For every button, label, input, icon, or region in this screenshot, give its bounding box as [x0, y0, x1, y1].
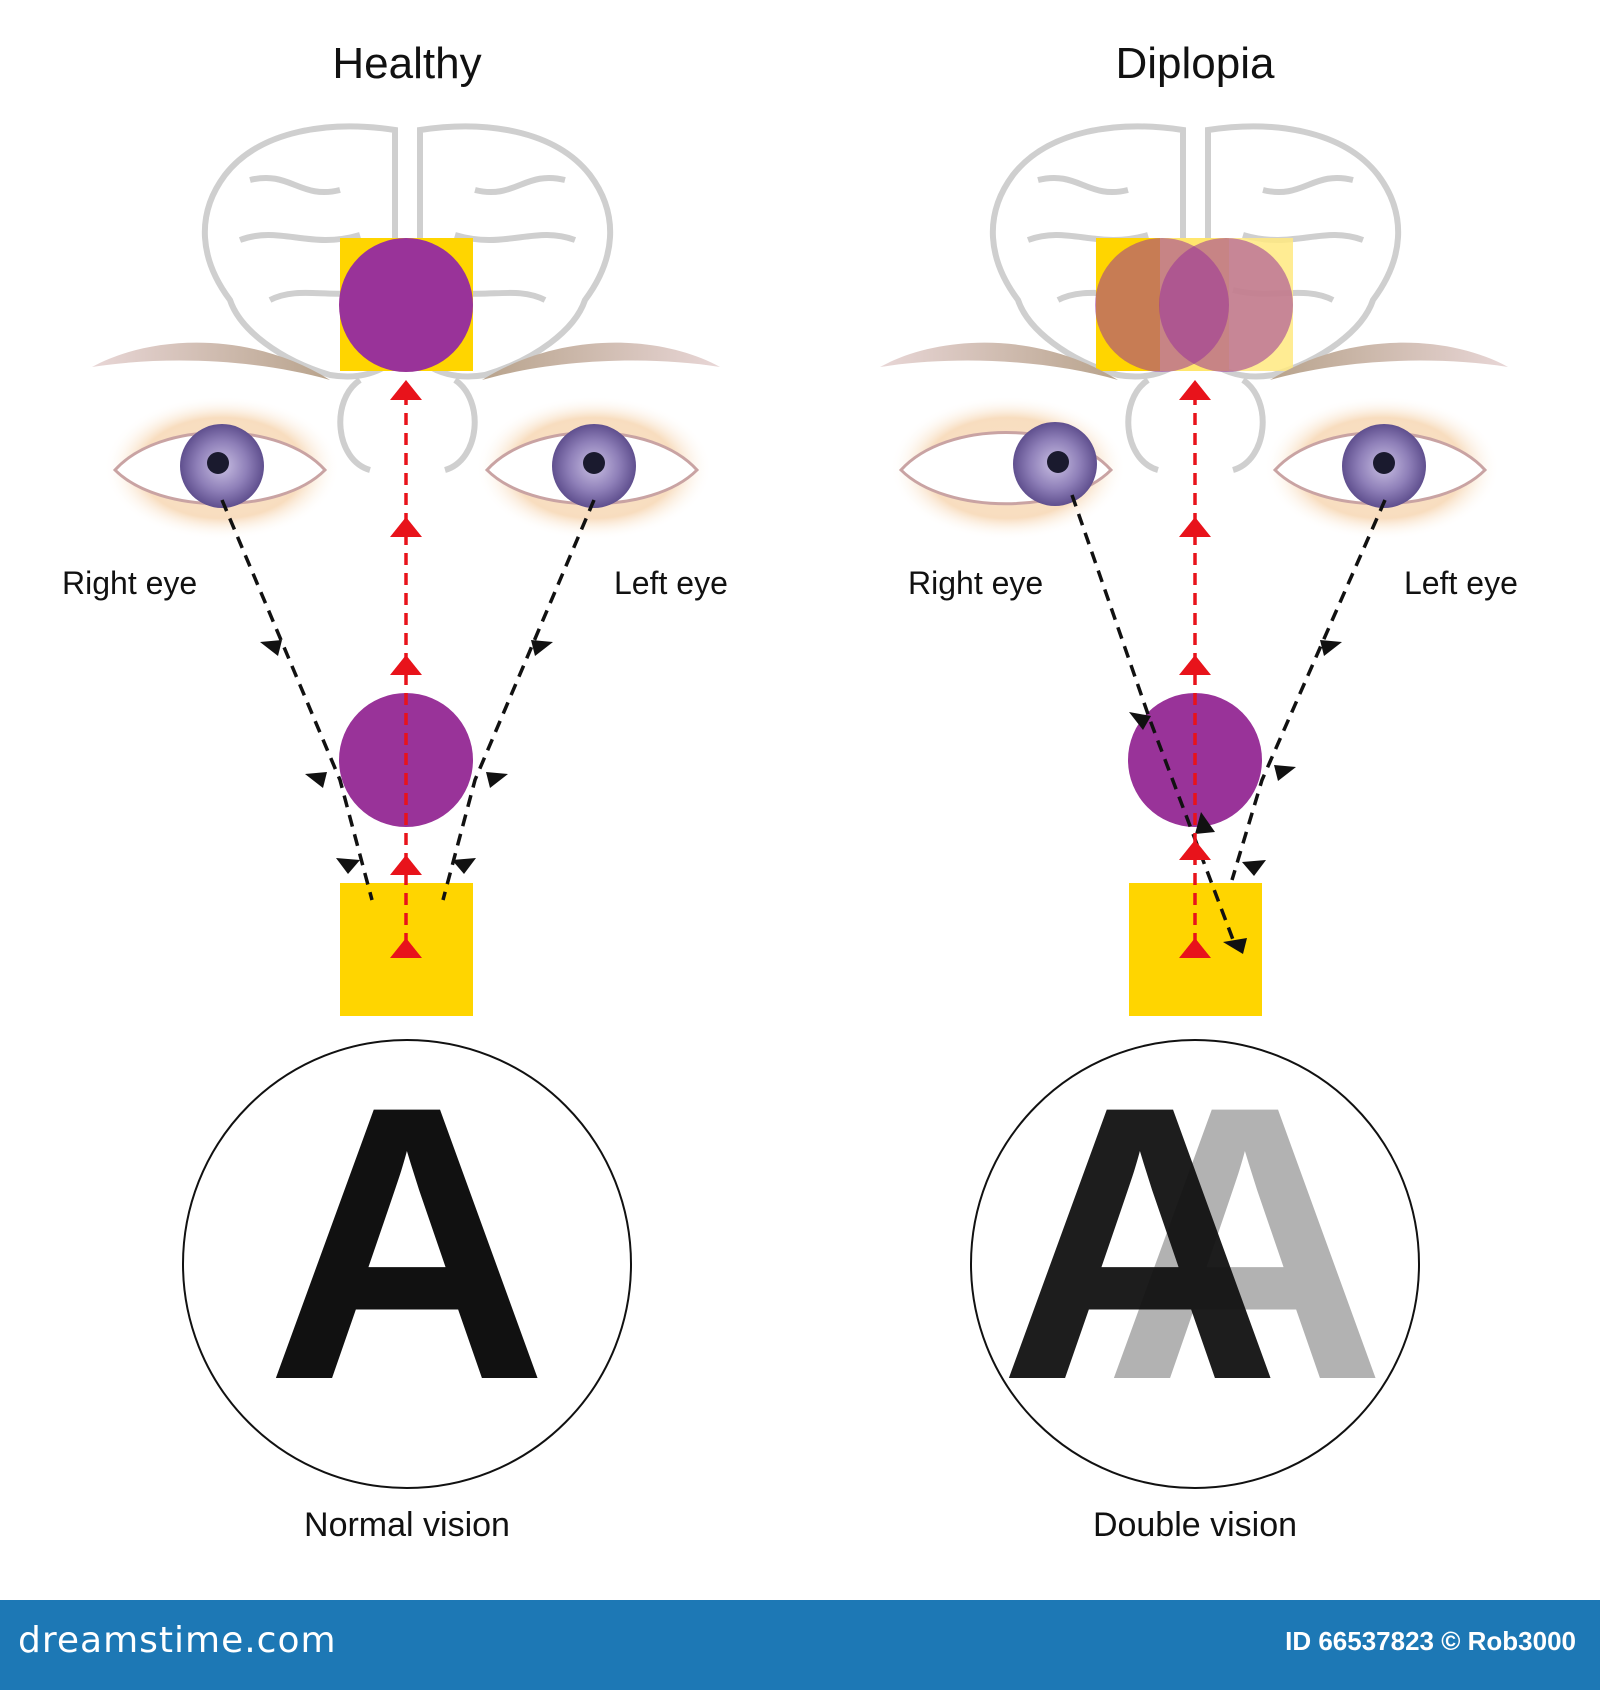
eyebrow-icon: [880, 342, 1118, 380]
vision-circle: [970, 1039, 1420, 1489]
brain-image-circle: [339, 238, 473, 372]
left-eye-label: Left eye: [1404, 565, 1518, 601]
primary-letter: A: [999, 1025, 1281, 1461]
right-eye-label: Right eye: [62, 565, 197, 601]
footer-bar: dreamstime.com ID 66537823 © Rob3000: [0, 1600, 1600, 1690]
left-eye-label: Left eye: [614, 565, 728, 601]
normal-vision-caption: Normal vision: [304, 1506, 510, 1544]
arrow-icon: [1179, 380, 1211, 958]
normal-letter: A: [266, 1025, 548, 1461]
arrow-icon: [390, 380, 422, 958]
eyebrow-icon: [1270, 342, 1508, 380]
footer-site[interactable]: dreamstime.com: [18, 1620, 337, 1661]
right-eye-label: Right eye: [908, 565, 1043, 601]
double-vision-caption: Double vision: [1093, 1506, 1297, 1544]
arrow-icon: [260, 640, 553, 874]
left-eye: [476, 396, 712, 540]
brain-image-circle-ghost: [1159, 238, 1293, 372]
brain-icon: [201, 123, 614, 473]
eyebrow-icon: [482, 342, 720, 380]
footer-image-id: ID 66537823 © Rob3000: [1285, 1626, 1576, 1656]
diplopia-panel: Diplopia Right: [880, 39, 1518, 1544]
diplopia-title: Diplopia: [1116, 39, 1276, 88]
arrow-icon: [1129, 640, 1342, 954]
right-eye: [890, 396, 1126, 540]
brain-icon: [989, 123, 1402, 473]
ghost-letter: A: [1104, 1025, 1386, 1461]
healthy-panel: Healthy Right eye Lef: [62, 39, 728, 1544]
eyebrow-icon: [92, 342, 330, 380]
arrow-icon: [1070, 494, 1387, 946]
vision-circle: [182, 1039, 632, 1489]
left-eye: [1264, 396, 1500, 540]
diplopia-diagram: Healthy Right eye Lef: [62, 39, 1518, 1544]
healthy-title: Healthy: [332, 39, 481, 88]
right-eye: [104, 396, 340, 540]
